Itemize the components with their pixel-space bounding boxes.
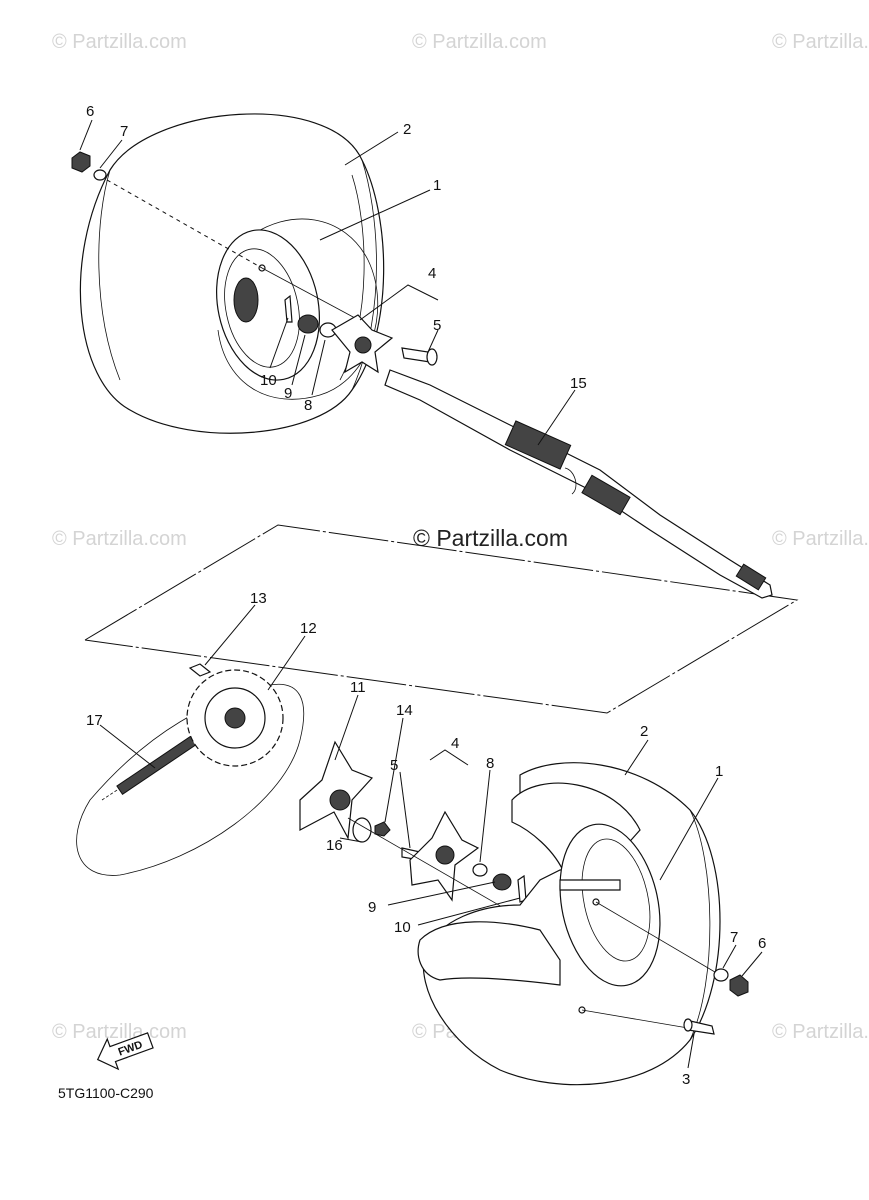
- sprocket-bolt-icon: [188, 663, 212, 677]
- callout-label: 5: [390, 757, 398, 774]
- callout-label: 11: [350, 679, 366, 696]
- callout-label: 13: [250, 590, 267, 607]
- leader-lines: [79, 119, 763, 1069]
- watermark-text: © Partzilla.com: [772, 31, 869, 53]
- hub-center-icon: [435, 845, 455, 865]
- callout-label: 1: [433, 177, 441, 194]
- sprocket-hub-icon: [299, 740, 374, 840]
- nut-icon: [729, 974, 749, 997]
- washer-icon: [713, 968, 729, 982]
- fwd-arrow: FWD: [96, 1032, 154, 1071]
- callout-label: 4: [428, 265, 436, 282]
- valve-cap-icon: [683, 1018, 693, 1032]
- assembly-frame: [84, 524, 799, 714]
- washer-icon: [472, 863, 488, 877]
- callout-label: 2: [640, 723, 648, 740]
- callout-label: 4: [451, 735, 459, 752]
- callout-label: 6: [86, 103, 94, 120]
- cotter-pin-icon: [284, 294, 293, 323]
- callout-label: 8: [304, 397, 312, 414]
- diagram-code: 5TG1100-C290: [58, 1085, 154, 1101]
- upper-axle-centerline: [99, 175, 263, 269]
- nut-icon: [374, 821, 391, 837]
- callout-label: 2: [403, 121, 411, 138]
- watermark-text: © Partzilla.com: [52, 31, 187, 53]
- castle-nut-icon: [297, 314, 319, 334]
- watermark-text: © Partzilla.com: [412, 31, 547, 53]
- upper-hardware: [71, 151, 438, 374]
- rear-axle: [384, 369, 773, 599]
- lower-axle-line: [595, 901, 721, 976]
- callout-label: 14: [396, 702, 413, 719]
- hub-bearing-icon: [329, 789, 351, 811]
- callout-labels: 6 7 2 1 4 5 10 9 8 15 13 12 17 11 14 4 5…: [86, 103, 766, 1088]
- nut-icon: [71, 151, 91, 173]
- valve-line: [581, 1009, 689, 1029]
- callout-label: 17: [86, 712, 103, 729]
- fwd-arrow-icon: [96, 1032, 154, 1071]
- callout-label: 7: [730, 929, 738, 946]
- callout-label: 9: [368, 899, 376, 916]
- watermark-text: © Partzilla.com: [52, 528, 187, 550]
- hub-center-icon: [354, 336, 372, 354]
- washer-icon: [93, 169, 107, 181]
- chain-icon: [116, 734, 198, 796]
- callout-label: 12: [300, 620, 317, 637]
- sprocket-hub-assembly: [299, 740, 527, 903]
- callout-label: 16: [326, 837, 343, 854]
- callout-label: 8: [486, 755, 494, 772]
- bolt-icon: [401, 347, 431, 363]
- upper-hub-line: [261, 267, 356, 319]
- sprocket-center-icon: [224, 707, 246, 729]
- castle-nut-icon: [492, 873, 512, 891]
- callout-label: 10: [260, 372, 277, 389]
- watermark-text: © Partzilla.com: [772, 1021, 869, 1043]
- callout-label: 10: [394, 919, 411, 936]
- callout-label: 15: [570, 375, 587, 392]
- watermark-text: © Partzilla.com: [52, 1021, 187, 1043]
- callout-label: 3: [682, 1071, 690, 1088]
- chain-drive: [76, 663, 304, 876]
- callout-label: 6: [758, 935, 766, 952]
- callout-label: 1: [715, 763, 723, 780]
- callout-label: 9: [284, 385, 292, 402]
- watermark-center-text: © Partzilla.com: [413, 525, 568, 551]
- upper-tire: [79, 113, 385, 434]
- callout-label: 7: [120, 123, 128, 140]
- callout-label: 5: [433, 317, 441, 334]
- lower-hardware: [683, 968, 749, 1035]
- watermark-text: © Partzilla.com: [772, 528, 869, 550]
- bolt-head-icon: [426, 348, 438, 366]
- lower-tire: [417, 762, 721, 1086]
